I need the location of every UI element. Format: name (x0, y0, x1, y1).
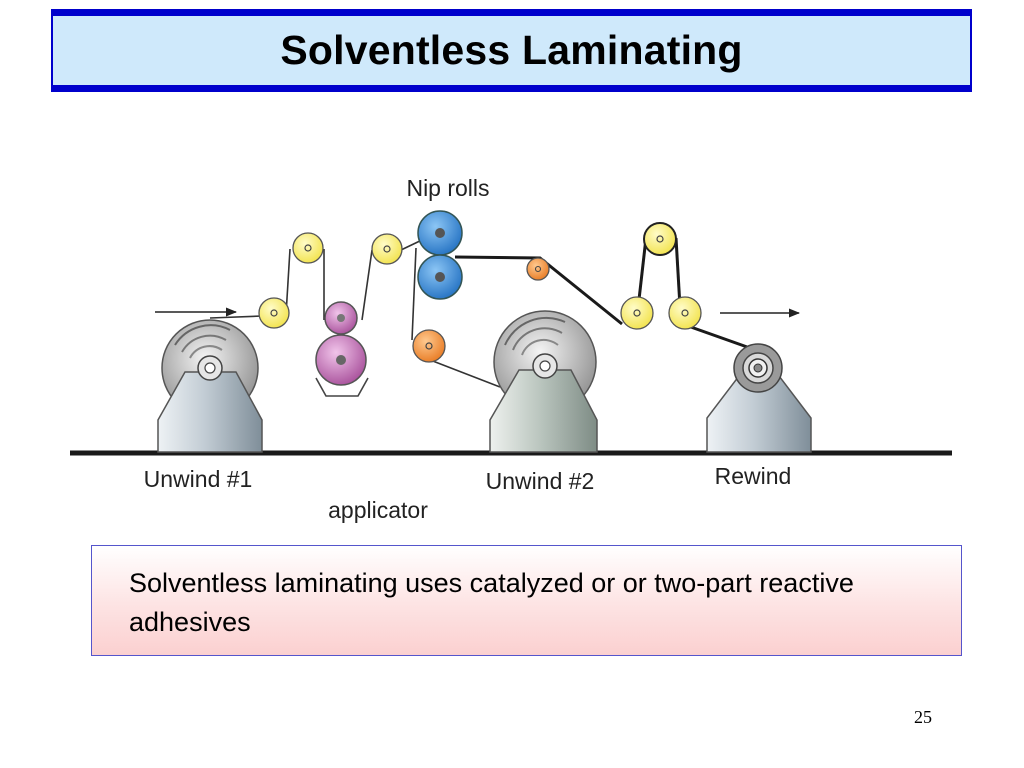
idler-roll (643, 222, 677, 256)
unwind-2-machine (489, 310, 598, 453)
idler-roll (371, 233, 403, 265)
nip-roll-top (417, 210, 463, 256)
web-path-laminate (454, 237, 751, 350)
guide-roll (412, 329, 446, 363)
applicator-unit (315, 301, 369, 397)
page-number: 25 (914, 707, 932, 727)
nip-rolls-label: Nip rolls (406, 175, 489, 201)
idler-roll (258, 297, 290, 329)
title-bar: Solventless Laminating (51, 9, 972, 92)
callout-text: Solventless laminating uses catalyzed or… (129, 568, 854, 637)
idler-roll (668, 296, 702, 330)
idler-roll (292, 232, 324, 264)
callout-box: Solventless laminating uses catalyzed or… (91, 545, 962, 656)
slide-title: Solventless Laminating (280, 27, 743, 73)
rewind-label: Rewind (715, 463, 792, 489)
guide-roll (526, 257, 550, 281)
unwind-1-machine (157, 319, 263, 453)
nip-roll-bottom (417, 254, 463, 300)
unwind-2-label: Unwind #2 (486, 468, 595, 494)
unwind-1-label: Unwind #1 (144, 466, 253, 492)
applicator-label: applicator (328, 497, 428, 523)
rewind-machine (706, 343, 812, 453)
idler-roll (620, 296, 654, 330)
web-path-primary (209, 238, 501, 388)
